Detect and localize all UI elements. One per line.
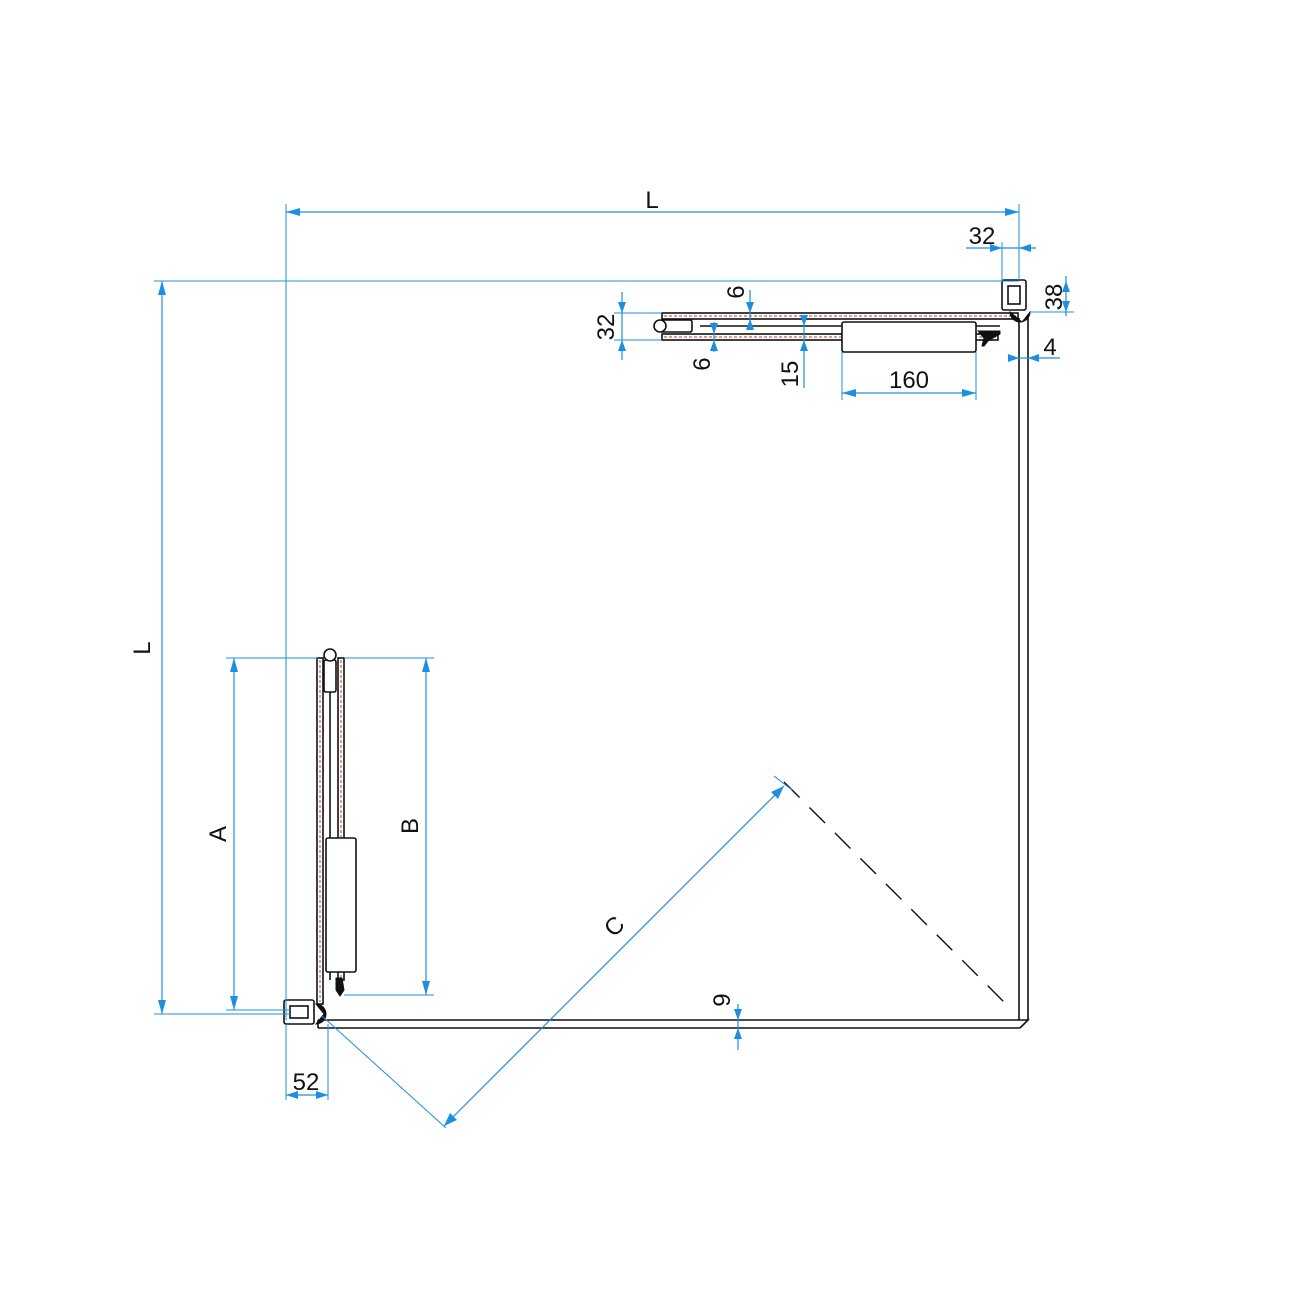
label-a: A xyxy=(205,826,232,842)
arrow xyxy=(618,340,626,351)
arrow xyxy=(746,302,754,313)
corner-joint xyxy=(1019,1019,1030,1029)
arrow xyxy=(842,389,856,397)
arrow xyxy=(710,323,718,334)
top-handle xyxy=(841,321,977,353)
left-end-profile xyxy=(323,659,337,693)
label-15: 15 xyxy=(777,361,804,388)
arrow xyxy=(734,1028,742,1039)
top-wall-profile-inner xyxy=(1007,285,1021,305)
arrow xyxy=(734,1009,742,1020)
arrow xyxy=(316,1091,328,1099)
arrow xyxy=(771,786,784,799)
label-l-vertical: L xyxy=(129,641,156,654)
label-c: C xyxy=(599,911,630,942)
label-l-horizontal: L xyxy=(645,187,658,214)
arrow xyxy=(1019,244,1031,252)
arrow xyxy=(422,658,430,672)
left-corner-hinge xyxy=(314,1003,327,1025)
door-swing-dashed-line xyxy=(783,781,1013,1011)
arrow xyxy=(800,315,808,326)
arrow xyxy=(800,340,808,351)
arrow xyxy=(746,319,754,330)
label-b: B xyxy=(397,818,424,834)
arrow xyxy=(1028,354,1039,362)
arrow xyxy=(962,389,976,397)
dim-c xyxy=(443,785,785,1127)
ext-c-lower xyxy=(321,1015,447,1129)
label-52: 52 xyxy=(293,1069,320,1096)
left-wall-profile xyxy=(283,999,315,1025)
label-9: 9 xyxy=(709,993,736,1006)
label-6-bottom: 6 xyxy=(689,357,716,370)
arrow xyxy=(286,208,300,216)
arrow xyxy=(990,244,1002,252)
top-wall-profile xyxy=(1001,279,1027,311)
label-4: 4 xyxy=(1043,334,1056,361)
left-end-roller xyxy=(323,648,337,662)
dimension-lines xyxy=(154,204,1074,1129)
top-end-roller xyxy=(653,319,667,333)
label-32-vertical: 32 xyxy=(593,314,620,341)
arrow xyxy=(158,1000,166,1014)
arrow xyxy=(230,996,238,1010)
arrow xyxy=(444,1113,457,1126)
left-seal xyxy=(335,977,345,997)
label-38: 38 xyxy=(1041,284,1068,311)
top-door-assembly xyxy=(653,279,1031,353)
label-6-top: 6 xyxy=(723,285,750,298)
arrow xyxy=(1008,354,1019,362)
arrow xyxy=(422,981,430,995)
left-door-assembly xyxy=(283,648,357,1025)
arrow xyxy=(1062,281,1070,292)
left-wall-profile-inner xyxy=(289,1005,309,1019)
ext-c-upper xyxy=(773,775,793,791)
arrow xyxy=(286,1091,298,1099)
top-seal xyxy=(976,330,1001,347)
arrow xyxy=(618,302,626,313)
arrow xyxy=(710,340,718,351)
label-160: 160 xyxy=(889,367,929,394)
arrow xyxy=(1005,208,1019,216)
arrow xyxy=(1062,301,1070,312)
arrow xyxy=(158,281,166,295)
left-handle xyxy=(325,837,357,973)
label-32-top: 32 xyxy=(969,223,996,250)
arrow xyxy=(230,658,238,672)
enclosure-outline xyxy=(317,318,1030,1029)
